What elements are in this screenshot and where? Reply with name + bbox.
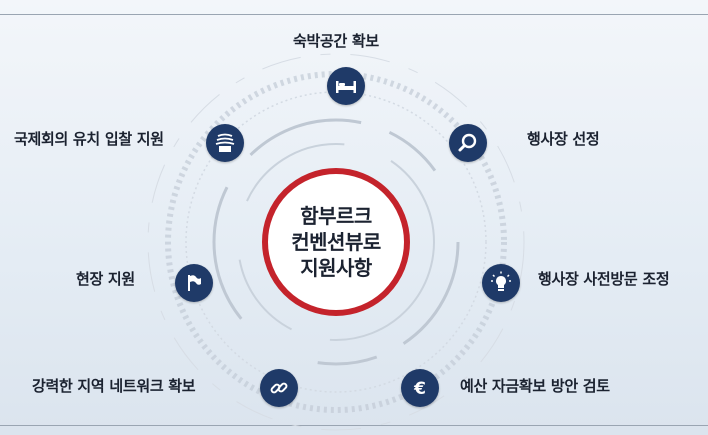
item-label-budget-review: 예산 자금확보 방안 검토: [460, 377, 610, 395]
item-label-bid-support: 국제회의 유치 입찰 지원: [14, 130, 164, 148]
lightbulb-icon: [482, 264, 520, 302]
top-rule: [0, 14, 708, 15]
bed-icon: [327, 67, 365, 105]
svg-text:€: €: [413, 379, 426, 399]
euro-icon: €: [401, 369, 439, 407]
search-icon: [449, 124, 487, 162]
flag-icon: [175, 264, 213, 302]
item-label-regional-network: 강력한 지역 네트워크 확보: [32, 377, 196, 395]
item-label-venue-selection: 행사장 선정: [527, 130, 600, 148]
item-label-onsite-support: 현장 지원: [76, 270, 135, 288]
podium-icon: [206, 124, 244, 162]
center-title-line1: 함부르크: [300, 204, 372, 228]
center-title-line2: 컨벤션뷰로: [291, 230, 381, 254]
center-title-line3: 지원사항: [300, 256, 372, 280]
center-circle: 함부르크 컨벤션뷰로 지원사항: [262, 168, 410, 316]
link-icon: [260, 369, 298, 407]
bottom-rule: [0, 425, 708, 426]
item-label-site-visit: 행사장 사전방문 조정: [538, 270, 670, 288]
item-label-accommodation: 숙박공간 확보: [293, 32, 379, 50]
